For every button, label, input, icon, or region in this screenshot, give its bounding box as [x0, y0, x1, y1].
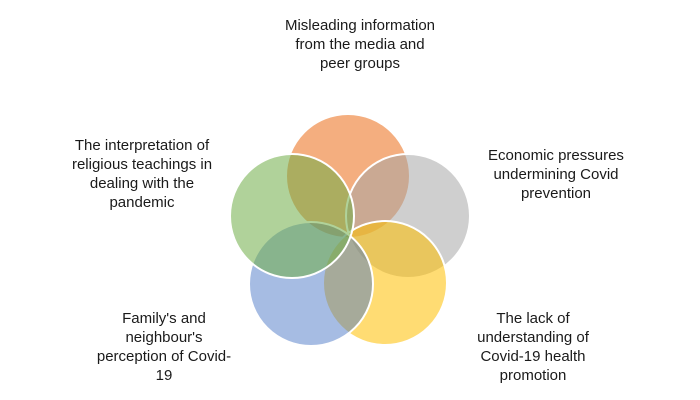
label-family-perception: Family's and neighbour's perception of C… [96, 310, 232, 384]
label-misleading-media: Misleading information from the media an… [284, 17, 436, 72]
label-economic-pressures: Economic pressures undermining Covid pre… [488, 147, 624, 202]
label-religious-teachings: The interpretation of religious teaching… [71, 137, 213, 211]
label-lack-of-understanding: The lack of understanding of Covid-19 he… [477, 310, 589, 384]
circle-religious-teachings [229, 153, 355, 279]
